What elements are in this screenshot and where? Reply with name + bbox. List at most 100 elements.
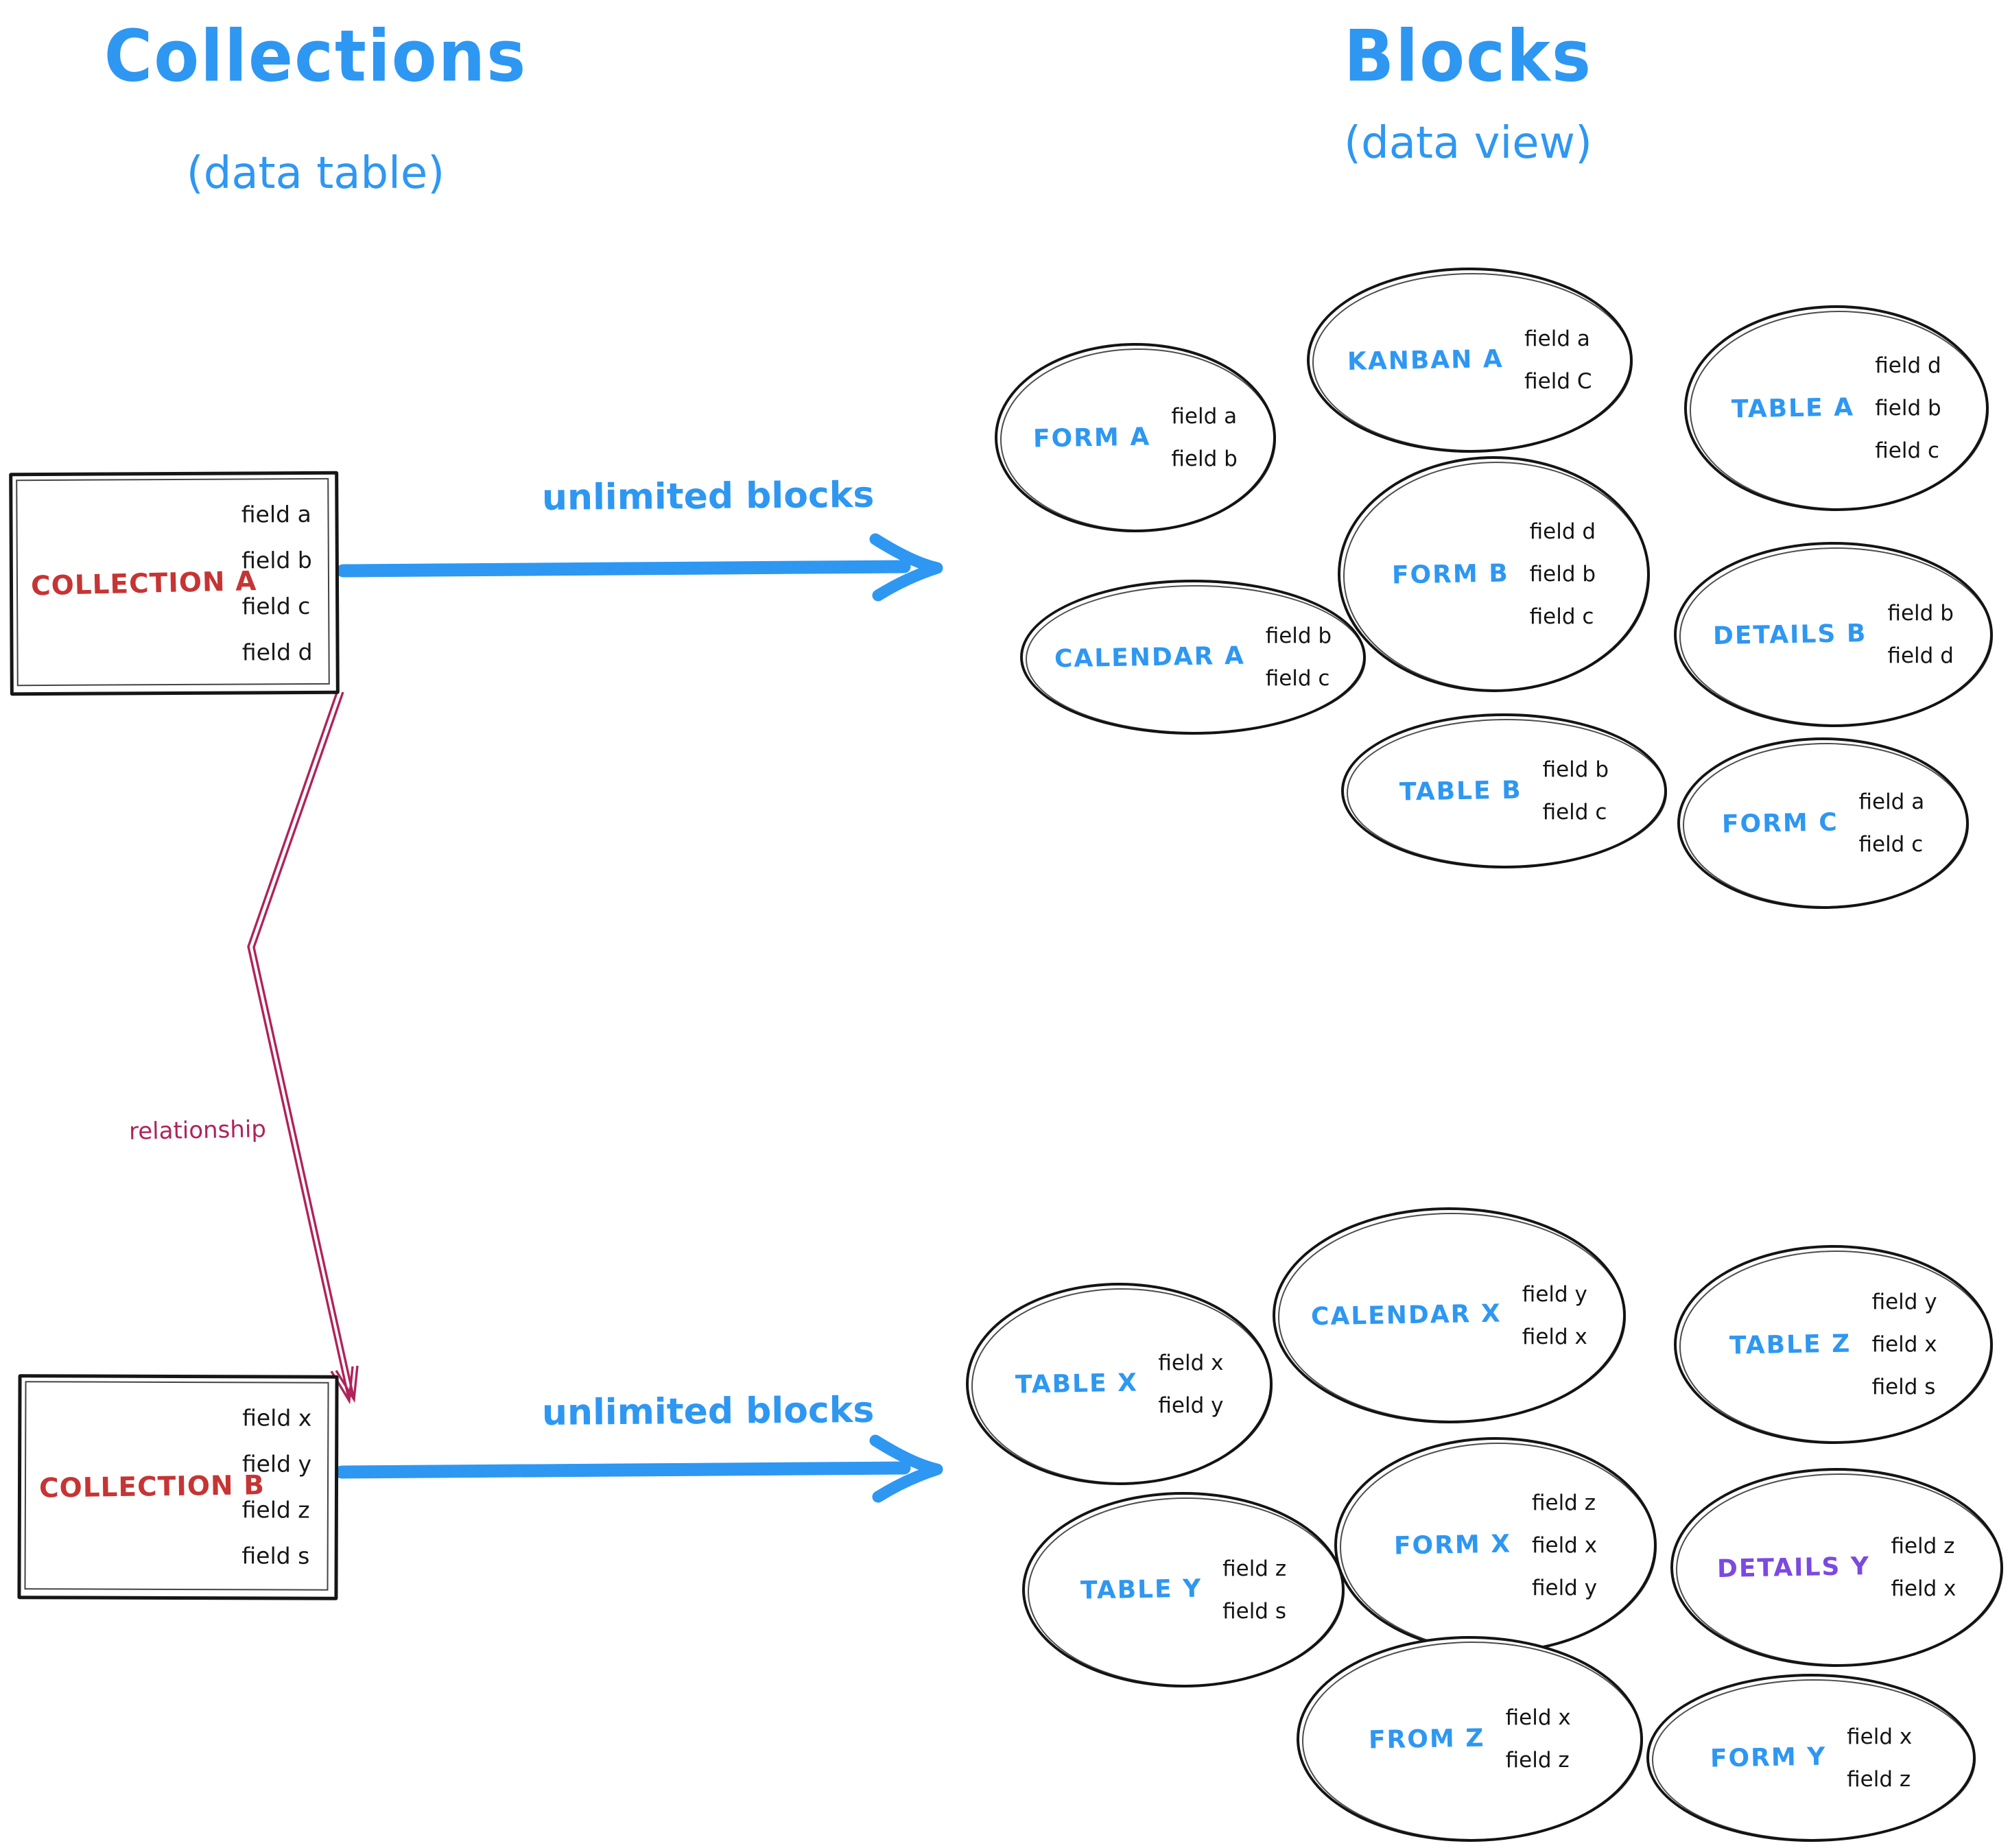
field-item: field b: [1542, 757, 1609, 782]
unlimited-blocks-label-b: unlimited blocks: [541, 1389, 875, 1434]
relationship-arrow: [247, 690, 359, 1405]
block-ellipse-form-b: FORM B field d field b field c: [1338, 456, 1650, 692]
field-item: field d: [1887, 643, 1954, 668]
unlimited-blocks-label-a: unlimited blocks: [541, 474, 875, 519]
field-item: field s: [1222, 1598, 1286, 1624]
block-ellipse-table-y: TABLE Y field z field s: [1022, 1492, 1345, 1687]
blocks-title-main: Blocks: [1344, 14, 1592, 98]
field-item: field c: [1875, 438, 1940, 463]
unlimited-blocks-arrow-b: [335, 1434, 943, 1503]
block-label: CALENDAR A: [1054, 641, 1246, 673]
collections-title-sub: (data table): [186, 148, 445, 199]
field-item: field a: [1524, 327, 1590, 351]
field-item: field z: [1847, 1766, 1911, 1792]
block-label: TABLE Y: [1080, 1574, 1203, 1605]
blocks-title-sub: (data view): [1344, 118, 1592, 169]
field-item: field x: [1871, 1332, 1937, 1357]
block-fields: field a field c: [1858, 781, 1924, 866]
block-label: CALENDAR X: [1310, 1299, 1502, 1331]
field-item: field s: [241, 1542, 310, 1569]
relationship-label: relationship: [128, 1115, 267, 1146]
block-fields: field a field C: [1524, 318, 1592, 403]
block-label: DETAILS B: [1712, 619, 1867, 650]
block-ellipse-table-b: TABLE B field b field c: [1341, 713, 1667, 868]
field-item: field y: [1871, 1290, 1937, 1314]
field-item: field x: [1522, 1324, 1587, 1349]
block-ellipse-form-y: FORM Y field x field z: [1646, 1674, 1976, 1842]
field-item: field z: [1531, 1490, 1596, 1515]
block-label: FORM Y: [1710, 1742, 1827, 1773]
block-fields: field b field c: [1266, 615, 1332, 700]
field-item: field c: [1542, 800, 1607, 825]
field-item: field b: [1171, 447, 1238, 471]
field-item: field c: [1858, 832, 1924, 857]
block-fields: field d field b field c: [1530, 510, 1596, 638]
block-fields: field a field b: [1171, 395, 1237, 480]
field-item: field c: [1265, 666, 1330, 691]
field-item: field x: [1847, 1724, 1913, 1749]
collection-b-name: COLLECTION B: [38, 1470, 265, 1504]
block-label: TABLE X: [1015, 1369, 1138, 1399]
field-item: field c: [241, 592, 311, 620]
collection-b-fields: field x field y field z field s: [241, 1395, 311, 1578]
block-ellipse-details-b: DETAILS B field b field d: [1674, 542, 1993, 727]
field-item: field z: [1505, 1748, 1570, 1773]
block-fields: field d field b field c: [1875, 344, 1941, 472]
blocks-title: Blocks (data view): [1207, 14, 1729, 169]
block-fields: field z field s: [1222, 1548, 1286, 1633]
block-fields: field b field d: [1887, 592, 1953, 677]
field-item: field b: [1529, 562, 1596, 587]
field-item: field x: [1891, 1576, 1956, 1601]
block-label: DETAILS Y: [1717, 1552, 1871, 1583]
field-item: field b: [1875, 396, 1941, 420]
block-label: FROM Z: [1368, 1724, 1485, 1754]
field-item: field c: [1529, 604, 1594, 629]
block-ellipse-table-z: TABLE Z field y field x field s: [1674, 1245, 1993, 1444]
collection-a-name: COLLECTION A: [30, 565, 257, 602]
field-item: field a: [1858, 790, 1925, 814]
field-item: field y: [241, 1450, 312, 1478]
block-label: FORM A: [1032, 423, 1151, 453]
field-item: field x: [1531, 1532, 1598, 1558]
field-item: field b: [241, 546, 312, 574]
field-item: field d: [241, 638, 313, 666]
collections-title: Collections (data table): [55, 14, 576, 199]
field-item: field y: [1531, 1575, 1598, 1600]
field-item: field a: [241, 500, 311, 528]
collections-title-main: Collections: [104, 14, 528, 98]
block-label: FORM B: [1391, 559, 1509, 589]
block-label: TABLE A: [1731, 392, 1855, 424]
field-item: field b: [1887, 601, 1954, 626]
block-fields: field y field x: [1522, 1273, 1587, 1358]
field-item: field x: [242, 1404, 312, 1432]
block-fields: field b field c: [1543, 748, 1609, 833]
field-item: field a: [1171, 404, 1238, 429]
block-label: FORM C: [1721, 808, 1838, 838]
field-item: field C: [1524, 369, 1592, 394]
field-item: field b: [1265, 624, 1332, 648]
field-item: field s: [1871, 1375, 1936, 1399]
block-ellipse-table-a: TABLE A field d field b field c: [1684, 305, 1989, 511]
field-item: field y: [1522, 1281, 1587, 1307]
field-item: field y: [1158, 1393, 1224, 1418]
block-fields: field z field x field y: [1532, 1482, 1597, 1609]
field-item: field z: [1222, 1556, 1287, 1581]
block-label: TABLE Z: [1729, 1329, 1852, 1360]
field-item: field z: [241, 1496, 310, 1524]
block-fields: field y field x field s: [1872, 1281, 1937, 1408]
field-item: field d: [1875, 353, 1941, 378]
collection-a-fields: field a field b field c field d: [241, 491, 313, 676]
field-item: field d: [1529, 519, 1596, 544]
block-label: TABLE B: [1399, 775, 1522, 807]
unlimited-blocks-arrow-a: [336, 533, 943, 602]
block-ellipse-calendar-a: CALENDAR A field b field c: [1020, 580, 1366, 735]
